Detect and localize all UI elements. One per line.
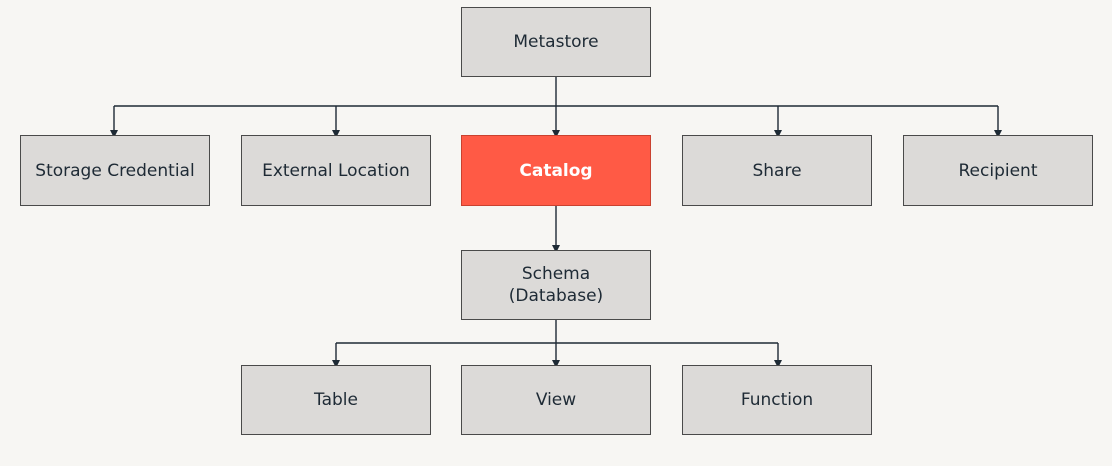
storage-credential-node: Storage Credential [20, 135, 210, 206]
view-node: View [461, 365, 651, 435]
table-node: Table [241, 365, 431, 435]
metastore-label: Metastore [513, 32, 599, 52]
function-label: Function [740, 390, 814, 410]
external-location-node: External Location [241, 135, 431, 206]
schema-label: Schema (Database) [508, 264, 604, 306]
catalog-node: Catalog [461, 135, 651, 206]
recipient-label: Recipient [958, 160, 1038, 181]
function-node: Function [682, 365, 872, 435]
recipient-node: Recipient [903, 135, 1093, 206]
metastore-node: Metastore [461, 7, 651, 77]
schema-node: Schema (Database) [461, 250, 651, 320]
external-location-label: External Location [262, 160, 410, 181]
storage-credential-label: Storage Credential [35, 160, 195, 181]
table-label: Table [314, 390, 358, 410]
share-label: Share [752, 160, 802, 181]
view-label: View [535, 390, 577, 410]
catalog-label: Catalog [519, 160, 593, 181]
share-node: Share [682, 135, 872, 206]
